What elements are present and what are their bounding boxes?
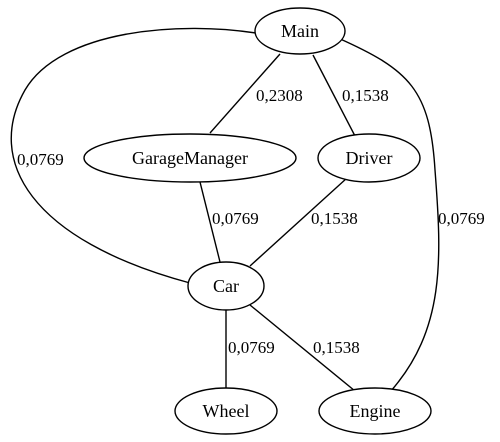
node-engine-shape [318, 387, 432, 435]
edge-label-driver-car: 0,1538 [311, 209, 358, 228]
edges [10, 27, 440, 393]
node-garagemanager-shape [83, 133, 297, 183]
edge-car-engine [249, 304, 356, 392]
edge-main-engine [337, 37, 440, 393]
node-garagemanager-label: GarageManager [132, 148, 248, 168]
node-main-label: Main [281, 21, 319, 41]
node-engine-label: Engine [350, 401, 401, 421]
edge-label-car-wheel: 0,0769 [228, 338, 275, 357]
edge-main-driver [312, 54, 356, 137]
node-engine[interactable]: Engine [318, 387, 432, 435]
edge-label-main-car: 0,0769 [17, 150, 64, 169]
edge-labels: 0,0769 0,2308 0,1538 0,0769 0,0769 0,153… [17, 86, 485, 357]
edge-label-main-engine: 0,0769 [438, 209, 485, 228]
node-driver[interactable]: Driver [317, 133, 421, 183]
node-main[interactable]: Main [254, 7, 346, 55]
node-wheel[interactable]: Wheel [174, 387, 278, 435]
edge-driver-car [249, 177, 348, 267]
node-car[interactable]: Car [187, 261, 265, 311]
edge-garagemanager-car [199, 181, 221, 263]
node-wheel-shape [174, 387, 278, 435]
node-driver-label: Driver [346, 148, 393, 168]
node-main-shape [254, 7, 346, 55]
edge-label-car-engine: 0,1538 [313, 338, 360, 357]
node-car-label: Car [213, 276, 239, 296]
edge-main-car [10, 27, 263, 284]
edge-label-main-driver: 0,1538 [342, 86, 389, 105]
node-garagemanager[interactable]: GarageManager [83, 133, 297, 183]
node-driver-shape [317, 133, 421, 183]
node-wheel-label: Wheel [203, 401, 250, 421]
node-car-shape [187, 261, 265, 311]
edge-label-main-garagemanager: 0,2308 [256, 86, 303, 105]
edge-label-garagemanager-car: 0,0769 [212, 209, 259, 228]
edge-main-garagemanager [209, 53, 281, 134]
